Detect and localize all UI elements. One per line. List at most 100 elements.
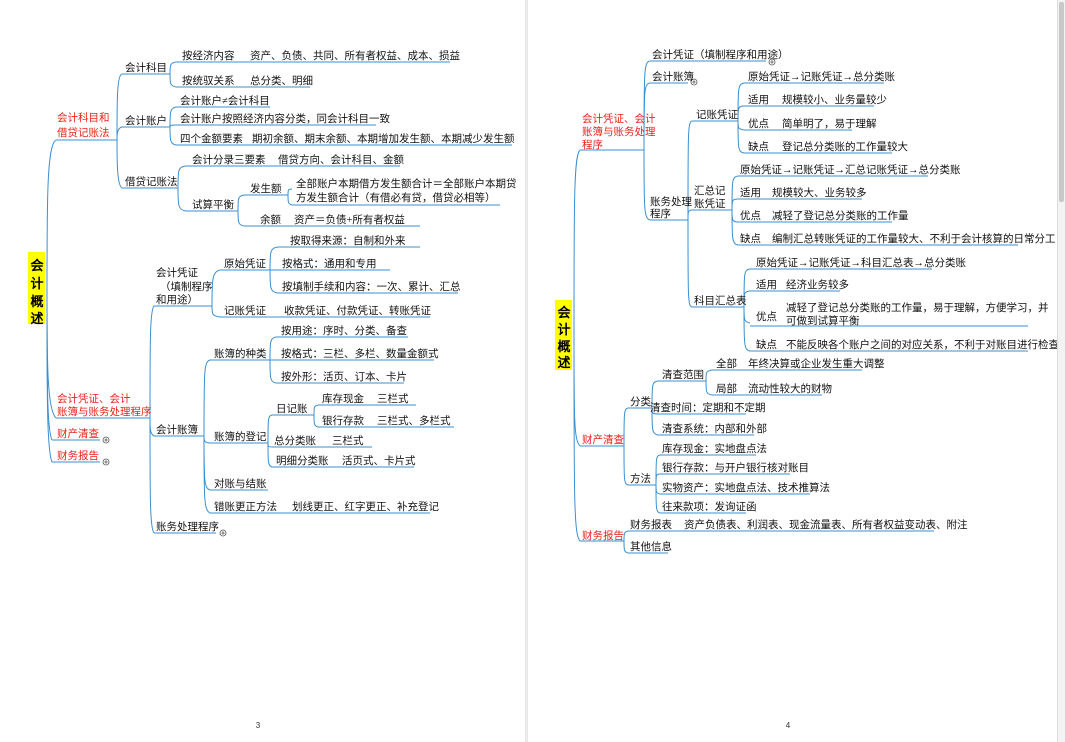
edge <box>705 369 713 382</box>
expand-icon[interactable] <box>102 458 110 466</box>
node-label: 三栏式、多栏式 <box>377 414 451 427</box>
node-label: 汇总记 <box>694 184 726 197</box>
root-highlight <box>555 300 572 370</box>
edge <box>169 61 177 75</box>
node-label: 减轻了登记总分类账的工作量 <box>772 209 909 222</box>
root-char: 述 <box>557 355 570 371</box>
node-label: 会计账户 <box>125 114 167 127</box>
root-char: 概 <box>557 339 570 355</box>
node-label: 按填制手续和内容：一次、累计、汇总 <box>282 280 461 293</box>
edge <box>313 404 319 416</box>
node-label: 适用 <box>748 94 769 106</box>
edge <box>269 359 277 384</box>
edge <box>705 380 713 396</box>
node-label: 可做到试算平衡 <box>786 314 860 327</box>
node-label: 原始凭证→记账凭证→汇总记账凭证→总分类账 <box>740 163 961 176</box>
expand-icon[interactable] <box>102 436 110 444</box>
node-label: 原始凭证 <box>224 257 266 270</box>
edge <box>687 120 693 221</box>
node-label: 不能反映各个账户之间的对应关系，不利于对账目进行检查。 <box>786 338 1057 351</box>
node-label: 按统驭关系 <box>182 74 235 87</box>
branch-label: 程序 <box>582 138 603 151</box>
node-label: 缺点 <box>748 140 769 153</box>
edge <box>237 210 245 227</box>
vertical-scrollbar[interactable] <box>1057 0 1065 742</box>
expand-icon[interactable] <box>690 78 698 86</box>
edge <box>287 194 293 206</box>
root-char: 述 <box>30 311 43 327</box>
node-label: 全部账户本期借方发生额合计＝全部账户本期贷 <box>296 177 517 190</box>
node-label: 日记账 <box>276 403 308 415</box>
edge <box>655 484 661 514</box>
node-label: 银行存款：与开户银行核对账目 <box>662 461 809 474</box>
node-label: 期初余额、期末余额、本期增加发生额、本期减少发生额 <box>252 132 515 145</box>
node-label: 清查系统：内部和外部 <box>662 422 767 435</box>
edge <box>573 149 581 336</box>
node-label: 会计账户≠会计科目 <box>180 94 270 107</box>
root-char: 计 <box>557 322 570 338</box>
branch-label: 财产清查 <box>582 433 624 446</box>
edge <box>731 209 739 223</box>
node-label: 局部 <box>716 382 737 395</box>
node-label: 会计分录三要素 <box>192 153 266 166</box>
edge <box>269 336 277 361</box>
node-label: 银行存款 <box>322 414 364 427</box>
node-label: 资产、负债、共同、所有者权益、成本、损益 <box>250 49 460 62</box>
expand-icon[interactable] <box>219 529 227 537</box>
edge <box>211 269 221 307</box>
mind-map-page-3: 会 计 概 述 <box>28 49 517 730</box>
node-label: 收款凭证、付款凭证、转账凭证 <box>284 304 431 317</box>
node-label: 会计科目 <box>125 61 167 74</box>
expand-icon[interactable] <box>768 58 776 66</box>
branch-label: 财产清查 <box>57 427 99 440</box>
node-label: 总分类、明细 <box>250 74 313 87</box>
edge <box>731 175 739 211</box>
edge <box>687 209 693 221</box>
edge <box>287 188 293 196</box>
node-label: 四个金额要素 <box>180 132 243 145</box>
edge <box>313 414 319 428</box>
node-label: 会计凭证 <box>156 266 198 279</box>
node-label: 其他信息 <box>630 540 672 553</box>
edge <box>623 540 629 554</box>
node-label: 发生额 <box>250 182 282 195</box>
edge <box>149 305 155 419</box>
root-char: 计 <box>30 276 43 292</box>
node-label: 年终决算或企业发生重大调整 <box>748 357 885 370</box>
edge <box>655 484 661 495</box>
edge <box>269 246 279 271</box>
node-label: 账簿的登记 <box>214 430 267 443</box>
node-label: 登记总分类账的工作量较大 <box>782 140 908 153</box>
edge <box>169 126 177 146</box>
branch-label: 会计凭证、会计 <box>57 392 131 405</box>
node-label: 实物资产：实地盘点法、技术推算法 <box>662 481 830 494</box>
node-label: 优点 <box>740 209 761 222</box>
edge <box>743 290 751 308</box>
edge <box>149 417 155 437</box>
node-label: 经济业务较多 <box>786 278 849 291</box>
edge <box>655 473 661 486</box>
node-label: 对账与结账 <box>214 477 267 490</box>
node-label: 总分类账 <box>274 434 316 447</box>
edge <box>203 435 211 491</box>
node-label: 记账凭证 <box>224 304 266 317</box>
edge <box>203 435 211 444</box>
edge <box>623 407 629 447</box>
node-label: 库存现金：实地盘点法 <box>662 442 767 455</box>
root-highlight <box>28 252 45 324</box>
node-label: 借贷记账法 <box>125 175 178 188</box>
node-label: 原始凭证→记账凭证→科目汇总表→总分类账 <box>756 256 966 269</box>
scrollbar-thumb[interactable] <box>1059 2 1064 202</box>
node-label: （填制程序 <box>160 280 213 293</box>
node-label: 按取得来源：自制和外来 <box>290 234 406 247</box>
page-number: 3 <box>256 721 261 730</box>
edge <box>623 445 629 486</box>
edge <box>737 82 745 122</box>
root-char: 会 <box>30 258 44 274</box>
node-label: 错账更正方法 <box>214 500 277 513</box>
page-number: 4 <box>786 721 791 730</box>
edge <box>737 120 745 131</box>
node-label: 缺点 <box>740 232 761 245</box>
node-label: 三栏式 <box>377 392 409 405</box>
